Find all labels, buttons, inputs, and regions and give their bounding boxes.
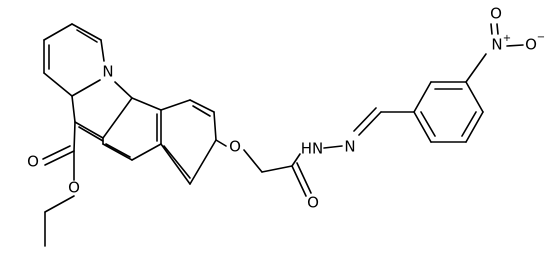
- ring-nitrogen-label: N: [102, 63, 113, 81]
- bond-r1-r2: [413, 81, 432, 113]
- bond-r6-r1: [413, 111, 432, 143]
- nitro-nitrogen-label: N: [491, 36, 502, 54]
- bond-r3-r4: [465, 81, 484, 113]
- bond-b10-b3: [160, 143, 191, 185]
- bond-o-ch2: [243, 149, 263, 173]
- bond-b7-b8: [189, 99, 215, 113]
- aryl-ether-oxygen-label: O: [229, 138, 241, 156]
- bond-c10-c10a: [74, 121, 104, 139]
- bond-n-a6: [71, 79, 101, 97]
- nitro-plus-charge-label: +: [503, 33, 511, 44]
- bond-b9-b10: [189, 139, 217, 185]
- bond-nitro-n-o-top-double: [490, 23, 493, 35]
- bond-amide-c-n: [291, 153, 301, 167]
- bond-ester-co-double: [42, 145, 71, 160]
- bond-c10a-c9a: [102, 97, 133, 139]
- ester-ether-oxygen-label: O: [68, 179, 80, 197]
- bond-a6-a1: [43, 72, 73, 97]
- bond-r3-nitro-n: [465, 53, 487, 83]
- bond-b4-b5-inner: [105, 143, 131, 158]
- bond-b7-b8-inner: [192, 105, 211, 117]
- bond-nitro-n-o-top: [496, 23, 499, 35]
- imine-nitrogen-label: N: [344, 138, 355, 156]
- bond-b3-b4: [131, 143, 162, 161]
- nitro-right-oxygen-label: O: [525, 36, 537, 54]
- bond-aryl-o: [215, 139, 227, 147]
- bond-n-ch: [358, 111, 382, 136]
- bond-a3-a4: [71, 23, 102, 41]
- bond-amide-co-double: [296, 162, 312, 194]
- nitro-minus-charge-label: −: [537, 32, 545, 43]
- bond-c10-ester-c: [73, 121, 76, 152]
- bond-c10-c10a-inner: [78, 126, 104, 142]
- ester-carbonyl-oxygen-label: O: [27, 153, 39, 171]
- bond-amide-co: [291, 165, 307, 197]
- bond-a6-c10: [71, 95, 76, 123]
- bond-b4-b5: [102, 143, 133, 161]
- bond-n-ch-double: [353, 107, 377, 132]
- bond-b1-b2: [131, 97, 162, 111]
- nitro-top-oxygen-label: O: [490, 5, 502, 23]
- hydrazide-nh-label: HN: [301, 140, 324, 158]
- bond-r4-r5: [465, 111, 484, 143]
- atom-label-layer: N O O O O HN N N + O O −: [27, 5, 545, 212]
- bond-r6-r1-inner: [420, 111, 436, 137]
- bond-b2-b7: [160, 99, 191, 111]
- bond-nh-n: [323, 145, 343, 149]
- bond-n-c9a: [114, 81, 133, 99]
- bond-layer: [42, 23, 524, 247]
- amide-oxygen-label: O: [307, 194, 319, 212]
- bond-b10-b3-inner: [163, 145, 191, 179]
- bond-a3-a4-inner: [76, 29, 98, 43]
- bond-a2-a3: [43, 23, 73, 41]
- bond-ester-o-ch2: [44, 195, 75, 213]
- bond-nitro-n-o-right: [506, 44, 524, 47]
- bond-ch2-amide-c: [261, 165, 293, 173]
- bond-ester-co: [44, 150, 75, 166]
- bond-b8-b9: [213, 111, 217, 141]
- bond-a4-n: [100, 39, 105, 62]
- bond-r4-r5-inner: [461, 111, 477, 137]
